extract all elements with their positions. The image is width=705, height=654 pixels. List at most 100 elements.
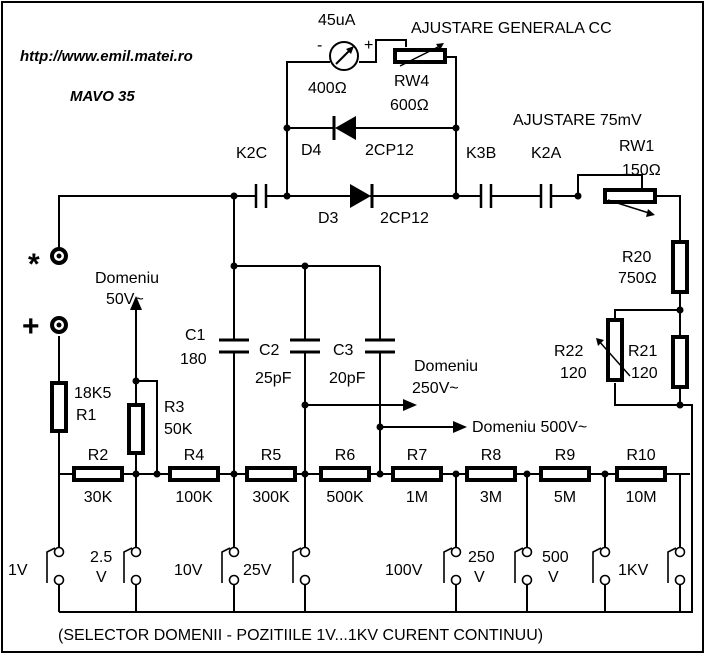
arrow-250v (403, 399, 417, 411)
terminal-positive[interactable] (50, 316, 68, 334)
chain-resistor-name: R7 (407, 447, 428, 464)
r20-label: R20 (622, 249, 651, 266)
diode-d3 (350, 184, 374, 208)
junctions (132, 124, 684, 478)
footer-caption: (SELECTOR DOMENII - POZITIILE 1V...1KV C… (58, 627, 543, 644)
resistor-r1 (50, 381, 68, 433)
range-250v-value: 250V~ (412, 380, 459, 397)
rw4-potentiometer (393, 40, 447, 67)
resistor-chain-labels: R230KR4100KR5300KR6500KR71MR83MR95MR1010… (84, 447, 657, 506)
chain-resistor-value: 500K (326, 489, 364, 506)
chain-resistor-name: R10 (626, 447, 655, 464)
k2a-label: K2A (531, 145, 562, 162)
d4-value: 2CP12 (365, 142, 414, 159)
capacitor-c1 (219, 338, 249, 354)
chain-resistor-name: R9 (555, 447, 576, 464)
resistor-r5 (245, 466, 297, 482)
c2-value: 25pF (255, 370, 292, 387)
chain-resistor-name: R8 (481, 447, 502, 464)
chain-resistor-value: 300K (252, 489, 290, 506)
d4-label: D4 (301, 142, 322, 159)
contact-k2a (539, 184, 553, 208)
range-50v-title: Domeniu (95, 270, 159, 287)
adjust-75mv-label: AJUSTARE 75mV (513, 112, 642, 129)
r1-label: R1 (76, 407, 97, 424)
terminal-common[interactable] (50, 247, 68, 265)
range-switch[interactable] (514, 546, 533, 586)
range-position-label: 250 (468, 549, 495, 566)
chain-resistor-value: 1M (406, 489, 428, 506)
terminal-positive-label: + (22, 310, 40, 343)
range-switch[interactable] (221, 546, 240, 586)
chain-resistor-value: 5M (554, 489, 576, 506)
range-position-unit: V (548, 569, 559, 586)
resistor-r8 (465, 466, 517, 482)
wires (58, 39, 693, 613)
range-switches[interactable] (46, 546, 686, 586)
diode-d4 (332, 116, 356, 140)
range-position-label: 25V (243, 562, 272, 579)
chain-resistor-name: R5 (261, 447, 282, 464)
chain-resistor-name: R6 (335, 447, 356, 464)
meter-resistance-label: 400Ω (308, 80, 347, 97)
rw1-value: 150Ω (622, 162, 661, 179)
chain-resistor-value: 30K (84, 489, 113, 506)
resistor-r20 (671, 240, 689, 294)
r1-value: 18K5 (74, 385, 111, 402)
chain-resistor-name: R2 (88, 447, 109, 464)
range-position-unit: V (96, 569, 107, 586)
microammeter (329, 41, 359, 71)
c3-label: C3 (333, 342, 354, 359)
r22-label: R22 (554, 343, 583, 360)
range-position-label: 100V (385, 562, 423, 579)
k2c-label: K2C (236, 145, 267, 162)
range-switch[interactable] (443, 546, 462, 586)
range-switch[interactable] (292, 546, 311, 586)
model-text: MAVO 35 (70, 88, 135, 105)
range-position-label: 1KV (618, 562, 649, 579)
range-position-unit: V (474, 569, 485, 586)
rw1-label: RW1 (619, 138, 654, 155)
c2-label: C2 (259, 342, 280, 359)
capacitor-c3 (365, 338, 395, 354)
meter-minus-label: - (317, 37, 322, 54)
d3-label: D3 (318, 210, 339, 227)
meter-current-label: 45uA (318, 12, 356, 29)
r20-value: 750Ω (618, 270, 657, 287)
range-switch[interactable] (46, 546, 65, 586)
range-switch[interactable] (667, 546, 686, 586)
chain-resistor-value: 100K (175, 489, 213, 506)
resistor-r9 (539, 466, 591, 482)
resistor-r6 (319, 466, 371, 482)
resistor-r10 (615, 466, 667, 482)
rw4-value: 600Ω (390, 97, 429, 114)
range-switch[interactable] (592, 546, 611, 586)
terminal-common-label: * (28, 248, 40, 281)
c3-value: 20pF (329, 370, 366, 387)
range-250v-title: Domeniu (414, 358, 478, 375)
range-position-label: 1V (8, 562, 28, 579)
meter-plus-label: + (364, 37, 373, 54)
resistor-r2 (72, 466, 124, 482)
resistor-r3 (127, 403, 145, 455)
resistor-r4 (168, 466, 220, 482)
contact-k3b (479, 184, 493, 208)
resistor-r21 (671, 335, 689, 389)
resistor-r22 (596, 318, 631, 382)
c1-label: C1 (185, 327, 206, 344)
range-50v-value: 50V~ (106, 291, 144, 308)
arrow-50v (130, 296, 142, 310)
r21-label: R21 (628, 343, 657, 360)
k3b-label: K3B (466, 145, 496, 162)
r21-value: 120 (631, 365, 658, 382)
r3-label: R3 (164, 399, 185, 416)
range-position-label: 2.5 (90, 549, 112, 566)
chain-resistor-name: R4 (184, 447, 205, 464)
range-switch[interactable] (123, 546, 142, 586)
arrow-500v (453, 421, 467, 433)
chain-resistor-value: 10M (625, 489, 656, 506)
adjust-general-label: AJUSTARE GENERALA CC (411, 20, 612, 37)
capacitor-c2 (290, 338, 320, 354)
